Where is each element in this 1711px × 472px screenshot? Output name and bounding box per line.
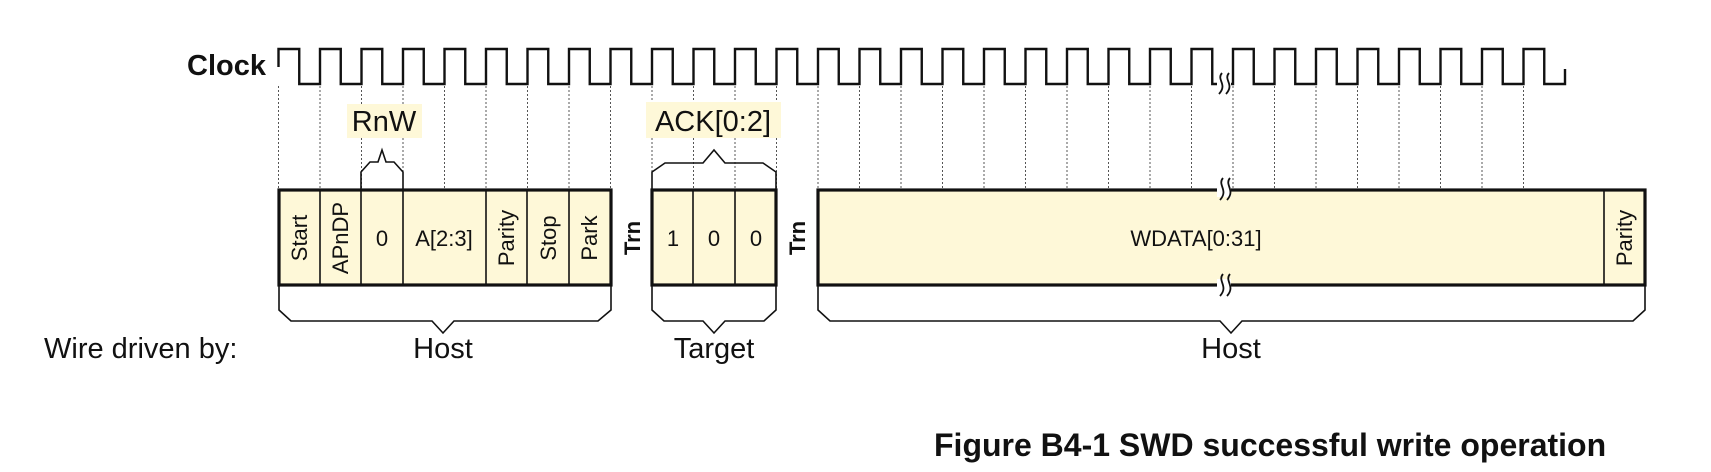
ack-bit-0: 1	[667, 226, 679, 251]
driver-target: Target	[674, 333, 755, 365]
ack-label: ACK[0:2]	[655, 106, 771, 138]
target-brace	[651, 285, 777, 335]
rnw-label: RnW	[352, 106, 417, 138]
ack-bit-2: 0	[750, 226, 762, 251]
ack-brace	[651, 148, 777, 190]
field-apndp: APnDP	[328, 202, 353, 274]
field-wdata: WDATA[0:31]	[1130, 226, 1261, 251]
field-park: Park	[577, 214, 602, 260]
ack-label-background	[646, 102, 781, 138]
clock-label: Clock	[187, 50, 267, 82]
ack-bit-1: 0	[708, 226, 720, 251]
field-start: Start	[287, 215, 312, 261]
host-request-brace	[278, 285, 612, 335]
figure-caption: Figure B4-1 SWD successful write operati…	[934, 427, 1606, 463]
cycle-grid-lines	[278, 86, 1524, 190]
turnaround-1: Trn	[620, 221, 645, 255]
field-stop: Stop	[536, 215, 561, 260]
field-parity: Parity	[494, 210, 519, 266]
wire-driven-by-label: Wire driven by:	[44, 333, 237, 365]
driver-host-2: Host	[1201, 333, 1261, 365]
request-packet: Start APnDP 0 A[2:3] Parity Stop Park	[277, 188, 613, 287]
data-packet: WDATA[0:31] Parity	[816, 177, 1647, 297]
data-break-mark-bottom	[1217, 273, 1232, 297]
turnaround-2: Trn	[785, 221, 810, 255]
field-data-parity: Parity	[1612, 210, 1637, 266]
driver-host-1: Host	[413, 333, 473, 365]
data-break-mark-top	[1217, 177, 1232, 201]
field-address: A[2:3]	[415, 226, 472, 251]
rnw-label-background	[347, 104, 422, 138]
ack-packet: 1 0 0	[650, 188, 778, 287]
field-rnw-value: 0	[376, 226, 388, 251]
clock-break-mark	[1217, 72, 1231, 95]
clock-waveform	[277, 47, 1567, 86]
rnw-brace	[360, 147, 404, 190]
host-data-brace	[817, 285, 1646, 335]
